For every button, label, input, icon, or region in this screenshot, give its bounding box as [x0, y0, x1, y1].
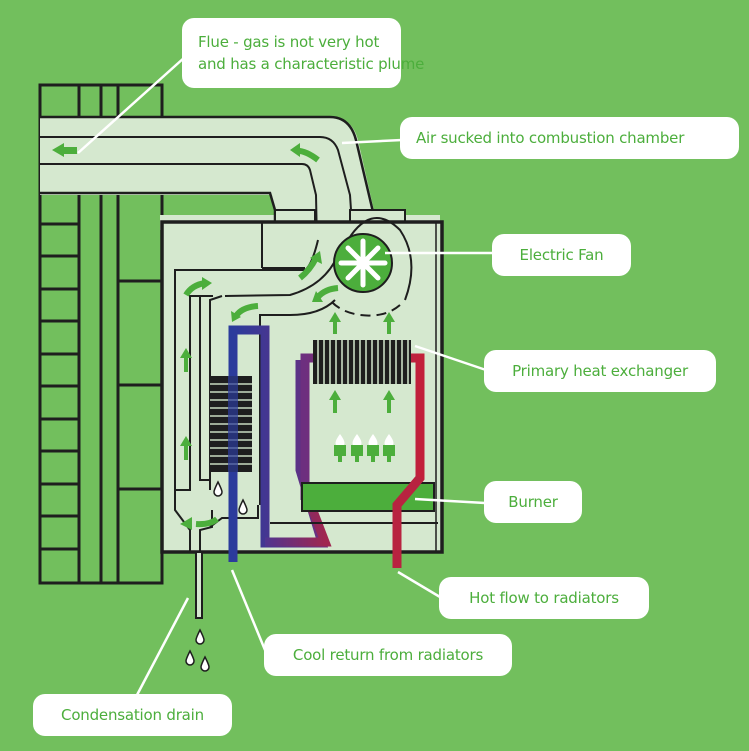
- flue-callout: Flue - gas is not very hot and has a cha…: [182, 18, 424, 88]
- curved-arrow-icon: [195, 516, 219, 528]
- flue-label-line1: Flue - gas is not very hot: [198, 33, 380, 51]
- primary-hx-callout: Primary heat exchanger: [484, 350, 716, 392]
- arrow-up-icon: [383, 312, 395, 334]
- cool-return-callout: Cool return from radiators: [264, 634, 512, 676]
- secondary-heat-exchanger-icon: [210, 376, 252, 472]
- drain-callout: Condensation drain: [33, 694, 232, 736]
- drain-label: Condensation drain: [61, 706, 204, 724]
- fan-callout: Electric Fan: [492, 234, 631, 276]
- curved-arrow-icon: [233, 303, 259, 318]
- burner-label: Burner: [508, 493, 558, 511]
- leader-lines: [77, 56, 492, 696]
- brick-wall-icon: [38, 83, 164, 585]
- drain-pipe: [195, 551, 203, 619]
- flue-label-line2: and has a characteristic plume: [198, 55, 425, 73]
- hot-flow-pipe: [392, 475, 424, 568]
- cool-return-label: Cool return from radiators: [292, 646, 484, 664]
- arrow-up-icon: [329, 390, 341, 413]
- arrow-up-icon: [180, 348, 192, 372]
- airflow-arrows: [52, 143, 395, 460]
- arrow-left-icon: [52, 143, 77, 157]
- burner-callout: Burner: [484, 481, 582, 523]
- flame-icon: [334, 434, 395, 462]
- primary-heat-exchanger-icon: [313, 340, 411, 384]
- air-callout: Air sucked into combustion chamber: [400, 117, 739, 159]
- water-drop-icon: [185, 480, 248, 672]
- arrow-up-icon: [329, 312, 341, 334]
- arrow-heads: [180, 143, 323, 530]
- hot-flow-callout: Hot flow to radiators: [439, 577, 649, 619]
- fan-icon: [333, 233, 393, 293]
- fan-label: Electric Fan: [519, 246, 604, 264]
- curved-arrow-icon: [315, 285, 339, 300]
- arrow-up-icon: [383, 390, 395, 413]
- hot-flow-label: Hot flow to radiators: [469, 589, 619, 607]
- arrow-up-icon: [180, 436, 192, 460]
- primary-hx-label: Primary heat exchanger: [512, 362, 688, 380]
- fan-housing: [329, 217, 413, 317]
- flue-duct-icon: [40, 115, 440, 246]
- air-label: Air sucked into combustion chamber: [416, 129, 685, 147]
